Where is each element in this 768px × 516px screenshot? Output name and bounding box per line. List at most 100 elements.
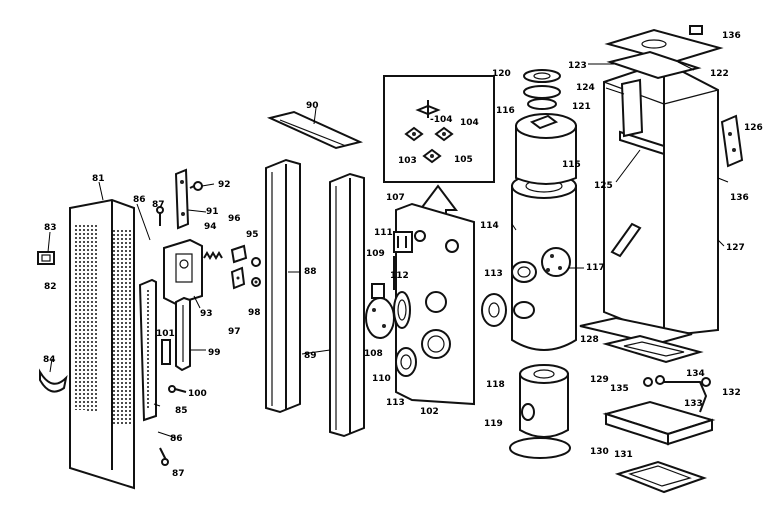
label-94: 94 bbox=[204, 222, 217, 232]
label-113-right: 113 bbox=[484, 269, 503, 279]
label-112: 112 bbox=[390, 271, 409, 281]
label-99: 99 bbox=[208, 348, 221, 358]
label-125: 125 bbox=[594, 181, 613, 191]
label-107: 107 bbox=[386, 193, 405, 203]
label-87-bottom: 87 bbox=[172, 469, 185, 479]
label-103: 103 bbox=[398, 156, 417, 166]
part-labels: 81 82 83 84 85 86 86 87 87 88 89 90 91 9… bbox=[43, 31, 763, 479]
label-136-top: 136 bbox=[722, 31, 741, 41]
inset-detail-box bbox=[383, 75, 495, 229]
part-124-bracket bbox=[620, 78, 644, 138]
part-131-bottom-tray bbox=[614, 460, 708, 494]
part-98-nut bbox=[251, 277, 261, 287]
part-92-knob bbox=[189, 181, 203, 191]
part-91-bracket bbox=[174, 168, 190, 230]
part-130-lower-base bbox=[602, 400, 716, 446]
part-123-top-frame bbox=[606, 50, 702, 80]
label-104-right: 104 bbox=[460, 118, 479, 128]
label-131: 131 bbox=[614, 450, 633, 460]
label-98: 98 bbox=[248, 308, 261, 318]
part-88-side-channel bbox=[265, 158, 301, 414]
part-129-base-frame bbox=[602, 334, 704, 364]
part-96-bracket bbox=[230, 244, 248, 264]
label-88: 88 bbox=[304, 267, 317, 277]
part-114-heat-exchanger bbox=[511, 173, 577, 351]
label-115: 115 bbox=[562, 160, 581, 170]
part-107-block bbox=[393, 231, 413, 253]
part-90-top-bar bbox=[266, 110, 364, 150]
part-113-gasket bbox=[481, 293, 507, 327]
label-82: 82 bbox=[44, 282, 57, 292]
label-117: 117 bbox=[586, 263, 605, 273]
part-93-control-housing bbox=[163, 238, 203, 306]
label-90: 90 bbox=[306, 101, 319, 111]
label-84: 84 bbox=[43, 355, 56, 365]
label-128: 128 bbox=[580, 335, 599, 345]
label-89: 89 bbox=[304, 351, 317, 361]
label-87-top: 87 bbox=[152, 200, 165, 210]
label-105: 105 bbox=[454, 155, 473, 165]
part-100-screw bbox=[168, 385, 187, 393]
label-133: 133 bbox=[684, 399, 703, 409]
label-93: 93 bbox=[200, 309, 213, 319]
label-109: 109 bbox=[366, 249, 385, 259]
label-119: 119 bbox=[484, 419, 503, 429]
label-134: 134 bbox=[686, 369, 705, 379]
part-97-plate bbox=[230, 266, 246, 290]
part-102-mounting-plate bbox=[395, 202, 475, 406]
leader-lines bbox=[47, 61, 729, 439]
part-82-bracket bbox=[37, 251, 55, 265]
part-136-clip bbox=[689, 25, 703, 35]
label-113-left: 113 bbox=[386, 398, 405, 408]
label-135: 135 bbox=[610, 384, 629, 394]
label-85: 85 bbox=[175, 406, 188, 416]
part-85-strip bbox=[138, 278, 157, 422]
part-118-burner-pot bbox=[519, 364, 569, 438]
part-121-ring bbox=[523, 85, 561, 110]
part-110-gasket bbox=[395, 347, 417, 377]
label-110: 110 bbox=[372, 374, 391, 384]
label-136-side: 136 bbox=[730, 193, 749, 203]
label-123: 123 bbox=[568, 61, 587, 71]
part-119-base-disk bbox=[509, 437, 571, 459]
label-114: 114 bbox=[480, 221, 499, 231]
label-92: 92 bbox=[218, 180, 231, 190]
part-112-ring bbox=[393, 291, 411, 329]
label-96: 96 bbox=[228, 214, 241, 224]
label-121: 121 bbox=[572, 102, 591, 112]
part-116-flue-cylinder bbox=[515, 113, 577, 185]
label-101: 101 bbox=[156, 329, 175, 339]
part-84-clip bbox=[39, 368, 68, 393]
part-99-bar bbox=[175, 296, 191, 372]
part-81-front-panel bbox=[69, 198, 135, 490]
label-129: 129 bbox=[590, 375, 609, 385]
part-108-burner bbox=[365, 283, 395, 339]
part-89-side-channel bbox=[329, 172, 365, 438]
part-87-screws bbox=[156, 206, 169, 466]
label-127: 127 bbox=[726, 243, 745, 253]
label-111: 111 bbox=[374, 228, 393, 238]
label-91: 91 bbox=[206, 207, 219, 217]
part-94-spring bbox=[203, 251, 223, 260]
label-130: 130 bbox=[590, 447, 609, 457]
label-126: 126 bbox=[744, 123, 763, 133]
label-83: 83 bbox=[44, 223, 57, 233]
label-132: 132 bbox=[722, 388, 741, 398]
part-127-cabinet bbox=[603, 60, 719, 338]
label-116: 116 bbox=[496, 106, 515, 116]
label-97: 97 bbox=[228, 327, 241, 337]
part-120-ring bbox=[523, 69, 561, 83]
label-81: 81 bbox=[92, 174, 105, 184]
label-108: 108 bbox=[364, 349, 383, 359]
label-102: 102 bbox=[420, 407, 439, 417]
label-104-left: -104 bbox=[430, 115, 453, 125]
part-101-bracket bbox=[161, 339, 171, 365]
label-86-bottom: 86 bbox=[170, 434, 183, 444]
label-95: 95 bbox=[246, 230, 259, 240]
part-126-bracket bbox=[720, 114, 744, 168]
label-86-top: 86 bbox=[133, 195, 146, 205]
label-100: 100 bbox=[188, 389, 207, 399]
part-132-fittings bbox=[643, 375, 711, 413]
